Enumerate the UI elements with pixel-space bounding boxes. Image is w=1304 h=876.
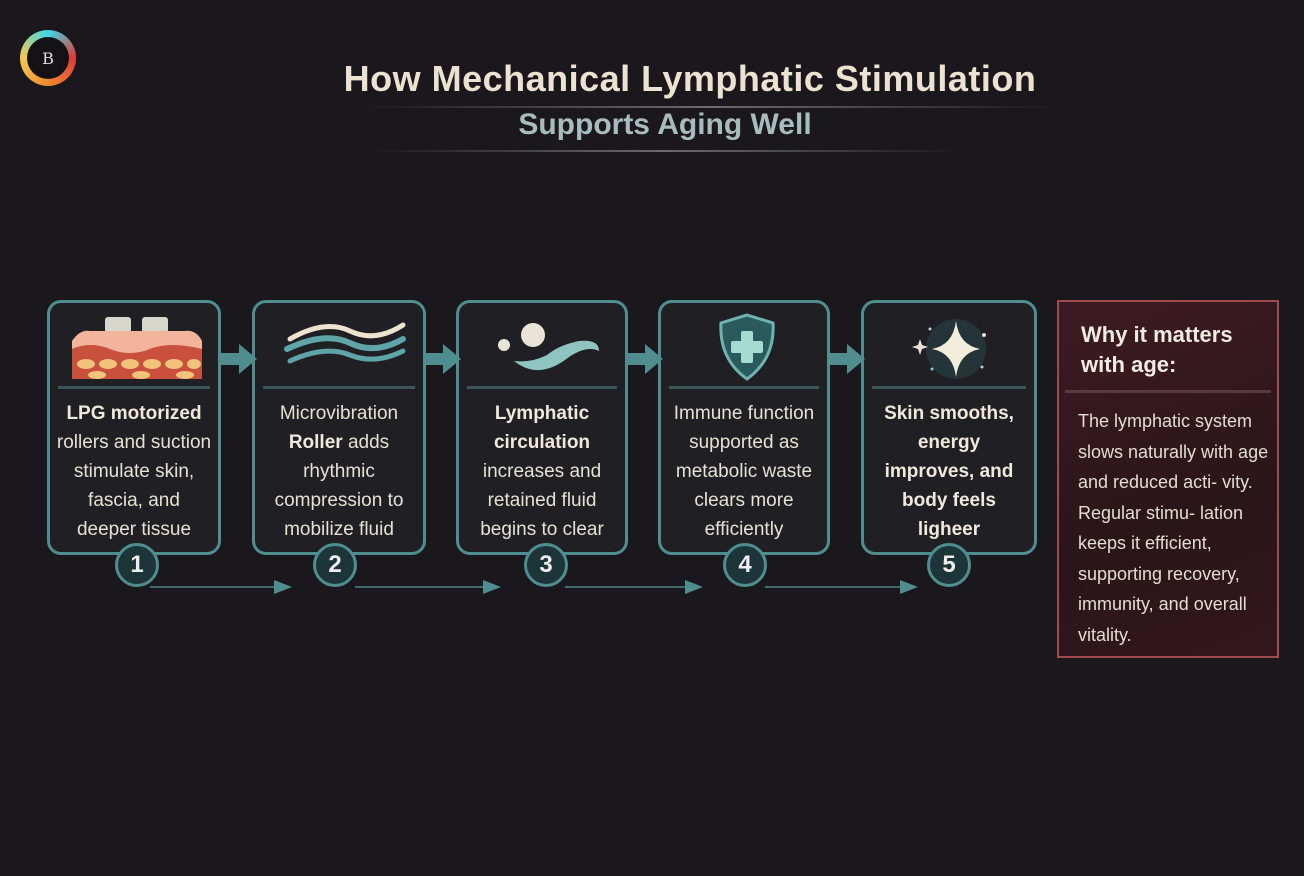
bottom-arrow-icon [765,580,918,594]
shield-cross-icon [719,313,775,381]
arrow-right-icon [827,344,865,374]
step-bold-text: Roller [288,432,343,453]
step-text: Microvibration Roller adds rhythmic comp… [261,399,417,544]
arrow-right-icon [625,344,663,374]
subtitle-divider [370,150,960,152]
step-card-1: LPG motorized rollers and suction stimul… [47,300,221,555]
page-title: How Mechanical Lymphatic Stimulation [343,58,1037,99]
arrow-right-icon [219,344,257,374]
step-card-5: Skin smooths, energy improves, and body … [861,300,1037,555]
step-body-text: rollers and suction stimulate skin, fasc… [56,432,212,540]
step-bold-text: Lymphatic circulation [493,403,591,453]
fluid-drops-icon [498,323,599,371]
panel-divider [1065,390,1271,393]
skin-layers-icon [72,317,202,379]
step-number-badge: 2 [313,543,357,587]
panel-body: The lymphatic system slows naturally wit… [1078,411,1269,645]
waves-icon [284,322,406,364]
title-divider [360,106,1060,108]
sparkle-icon [912,319,986,379]
step-number-badge: 3 [524,543,568,587]
step-card-4: Immune function supported as metabolic w… [658,300,830,555]
step-text: Lymphatic circulation increases and reta… [465,399,619,544]
step-number-badge: 4 [723,543,767,587]
card-divider [669,386,819,389]
step-text: Skin smooths, energy improves, and body … [870,399,1028,544]
step-text: Immune function supported as metabolic w… [667,399,821,544]
step-body-text: increases and retained fluid begins to c… [480,461,604,540]
card-divider [467,386,617,389]
step-number-badge: 5 [927,543,971,587]
bottom-arrow-icon [355,580,501,594]
bottom-arrow-icon [150,580,292,594]
step-bold-text: LPG motorized [66,403,202,424]
step-card-3: Lymphatic circulation increases and reta… [456,300,628,555]
step-number-badge: 1 [115,543,159,587]
card-divider [263,386,415,389]
panel-title: Why it matters with age: [1081,322,1233,377]
step-card-2: Microvibration Roller adds rhythmic comp… [252,300,426,555]
page-subtitle: Supports Aging Well [518,108,812,141]
step-text: LPG motorized rollers and suction stimul… [56,399,212,544]
step-body-text: Immune function supported as metabolic w… [673,403,815,540]
brand-logo: B [20,30,76,86]
card-divider [872,386,1026,389]
step-pre-text: Microvibration [279,403,399,424]
card-divider [58,386,210,389]
step-bold-text: Skin smooths, energy improves, and body … [884,403,1014,540]
bottom-arrow-icon [565,580,703,594]
step-body-text: adds rhythmic compression to mobilize fl… [274,432,404,540]
arrow-right-icon [423,344,461,374]
why-it-matters-panel: Why it matters with age: The lymphatic s… [1057,300,1279,658]
